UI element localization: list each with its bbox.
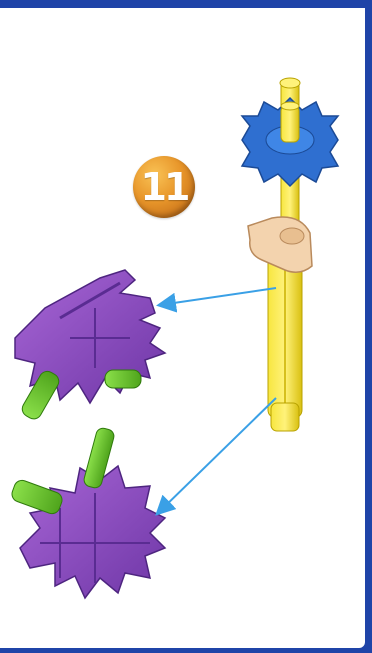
assembly-illustration	[0, 8, 365, 648]
blue-gear	[242, 98, 338, 186]
tan-connector	[248, 217, 312, 272]
assembly-arrows	[158, 288, 276, 513]
instruction-panel: 11	[0, 8, 365, 648]
step-number-badge: 11	[133, 156, 195, 218]
step-number: 11	[141, 168, 188, 206]
